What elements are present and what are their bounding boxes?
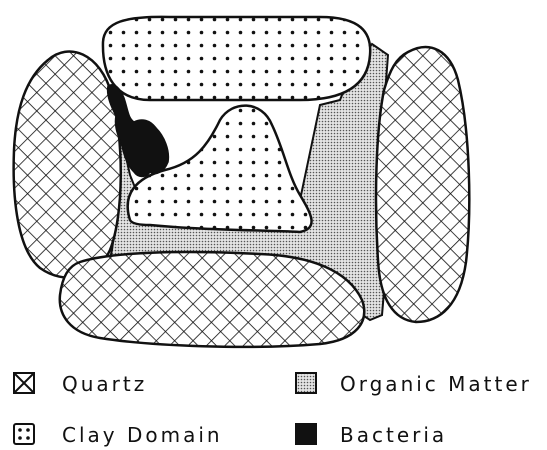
legend-label-organic-matter: Organic Matter [340,372,532,396]
quartz-grain-right [376,47,469,322]
legend-label-clay-domain: Clay Domain [62,423,223,447]
organic-matter-swatch [296,373,316,393]
clay-swatch-dot-3 [18,436,22,440]
legend-item-bacteria: Bacteria [296,423,447,447]
quartz-grain-bottom [60,252,364,347]
quartz-grain-left [14,51,121,277]
bacteria-swatch [296,424,316,444]
clay-domain-top [103,17,370,100]
clay-swatch-dot-2 [26,428,30,432]
legend-item-clay-domain: Clay Domain [14,423,223,447]
clay-swatch-dot-1 [18,428,22,432]
clay-swatch-dot-4 [26,436,30,440]
legend-label-quartz: Quartz [62,372,147,396]
legend-item-organic-matter: Organic Matter [296,372,532,396]
clay-domain-swatch [14,424,34,444]
legend-label-bacteria: Bacteria [340,423,447,447]
legend: Quartz Clay Domain Organic Matter Bacter… [14,372,532,447]
legend-item-quartz: Quartz [14,372,147,396]
